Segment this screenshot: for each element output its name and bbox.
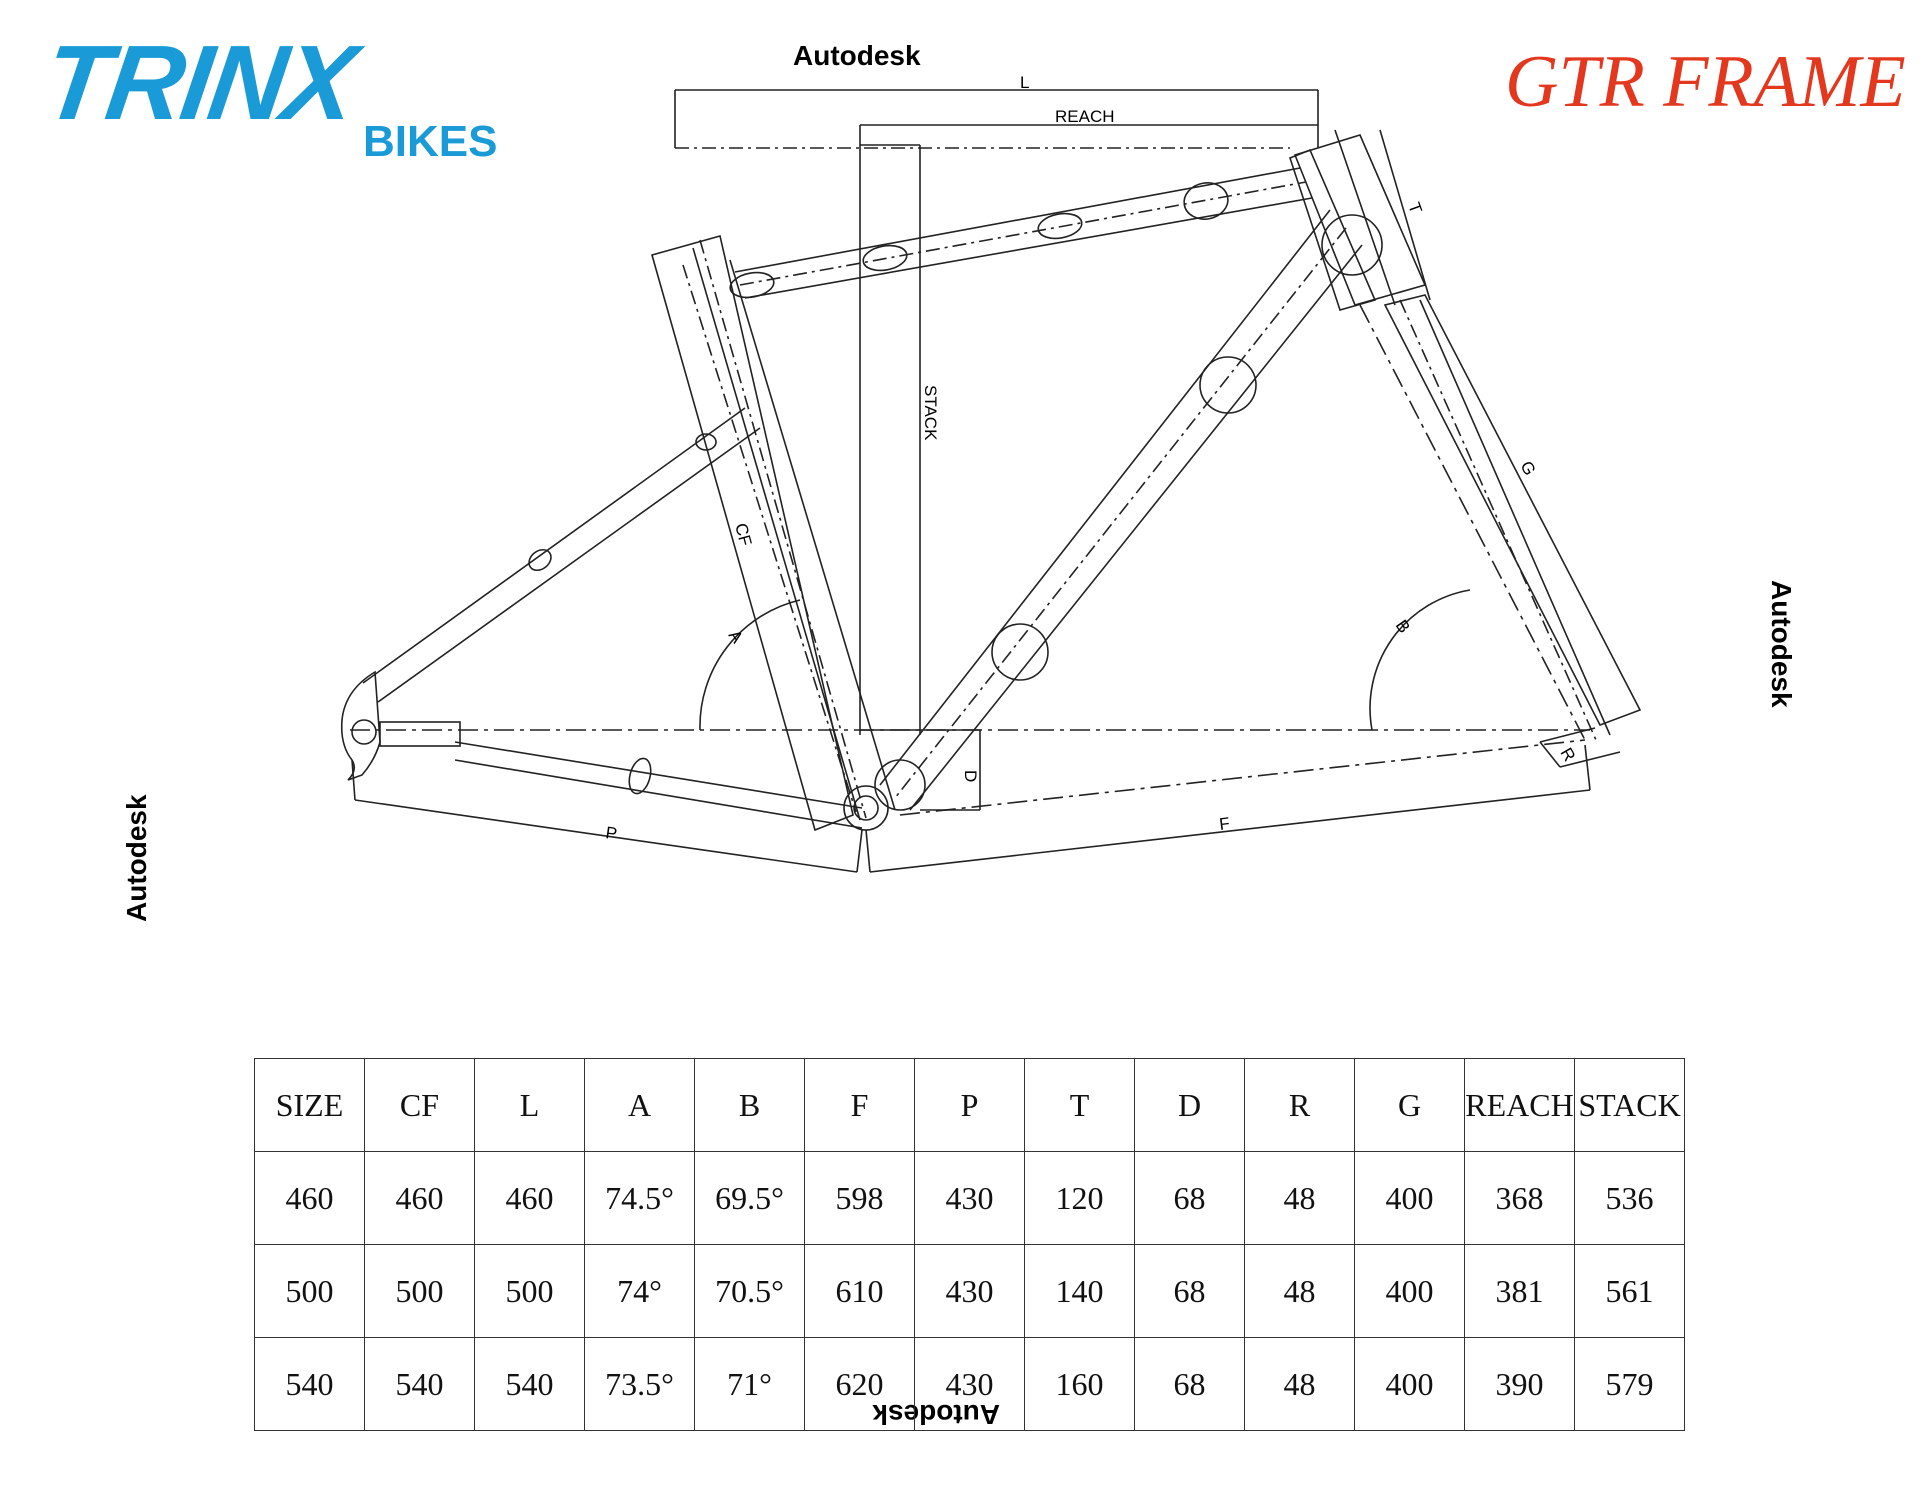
logo-sub-text: BIKES — [363, 117, 498, 166]
header-d: D — [1134, 1058, 1245, 1152]
header-a: A — [584, 1058, 695, 1152]
header-l: L — [474, 1058, 585, 1152]
table-cell: 68 — [1134, 1337, 1245, 1431]
fork — [1383, 294, 1642, 768]
table-cell: 368 — [1464, 1151, 1575, 1245]
label-cf: CF — [731, 521, 755, 548]
table-cell: 70.5° — [694, 1244, 805, 1338]
geometry-spec-table: SIZE CF L A B F P T D R G REACH STACK 46… — [254, 1058, 1685, 1431]
table-cell: 540 — [364, 1337, 475, 1431]
table-cell: 460 — [474, 1151, 585, 1245]
table-cell: 74.5° — [584, 1151, 695, 1245]
table-cell: 430 — [914, 1244, 1025, 1338]
table-cell: 74° — [584, 1244, 695, 1338]
label-d: D — [961, 770, 980, 782]
table-cell: 140 — [1024, 1244, 1135, 1338]
table-cell: 536 — [1574, 1151, 1685, 1245]
table-cell: 71° — [694, 1337, 805, 1431]
table-cell: 430 — [914, 1337, 1025, 1431]
rear-dropout — [340, 670, 461, 781]
dim-stack-line — [859, 144, 921, 735]
table-cell: 460 — [254, 1151, 365, 1245]
label-p: P — [604, 823, 618, 843]
table-cell: 390 — [1464, 1337, 1575, 1431]
table-header-row: SIZE CF L A B F P T D R G REACH STACK — [254, 1058, 1685, 1152]
label-b: B — [1392, 616, 1414, 636]
label-stack: STACK — [921, 385, 940, 441]
table-cell: 69.5° — [694, 1151, 805, 1245]
cf-reference-line — [682, 264, 857, 813]
table-cell: 598 — [804, 1151, 915, 1245]
table-cell: 561 — [1574, 1244, 1685, 1338]
header-p: P — [914, 1058, 1025, 1152]
table-row: 500 500 500 74° 70.5° 610 430 140 68 48 … — [254, 1244, 1685, 1338]
angle-a-arc — [699, 599, 801, 731]
label-f: F — [1218, 814, 1231, 834]
header-t: T — [1024, 1058, 1135, 1152]
label-l: L — [1020, 73, 1029, 92]
table-cell: 48 — [1244, 1337, 1355, 1431]
frame-title: GTR FRAME — [1505, 41, 1906, 123]
table-cell: 68 — [1134, 1151, 1245, 1245]
header-cf: CF — [364, 1058, 475, 1152]
header-g: G — [1354, 1058, 1465, 1152]
dim-p-line — [351, 759, 863, 873]
header-size: SIZE — [254, 1058, 365, 1152]
dim-t-line — [1379, 129, 1431, 301]
table-cell: 610 — [804, 1244, 915, 1338]
table-cell: 400 — [1354, 1337, 1465, 1431]
table-cell: 579 — [1574, 1337, 1685, 1431]
top-tube — [729, 167, 1313, 299]
table-cell: 400 — [1354, 1244, 1465, 1338]
table-cell: 160 — [1024, 1337, 1135, 1431]
table-cell: 68 — [1134, 1244, 1245, 1338]
dim-f-line — [865, 739, 1591, 873]
frame-geometry-drawing: L REACH STACK CF T G A B D R P F — [340, 73, 1642, 873]
table-cell: 400 — [1354, 1151, 1465, 1245]
table-row: 460 460 460 74.5° 69.5° 598 430 120 68 4… — [254, 1151, 1685, 1245]
table-cell: 460 — [364, 1151, 475, 1245]
table-cell: 620 — [804, 1337, 915, 1431]
table-cell: 540 — [474, 1337, 585, 1431]
label-r: R — [1557, 745, 1580, 765]
trinx-logo: TRINX BIKES — [37, 24, 565, 170]
table-cell: 73.5° — [584, 1337, 695, 1431]
table-cell: 430 — [914, 1151, 1025, 1245]
angle-b-arc — [1369, 589, 1471, 731]
header-f: F — [804, 1058, 915, 1152]
head-tube — [1289, 129, 1427, 311]
label-g: G — [1516, 458, 1539, 479]
table-cell: 48 — [1244, 1244, 1355, 1338]
dim-l-line — [674, 89, 1319, 148]
seat-tube — [651, 235, 896, 832]
dim-reach-line — [859, 124, 1318, 145]
table-cell: 500 — [254, 1244, 365, 1338]
header-r: R — [1244, 1058, 1355, 1152]
header-stack: STACK — [1574, 1058, 1685, 1152]
down-tube — [874, 209, 1363, 811]
table-cell: 120 — [1024, 1151, 1135, 1245]
table-cell: 500 — [474, 1244, 585, 1338]
chain-stay — [454, 741, 863, 829]
table-cell: 48 — [1244, 1151, 1355, 1245]
table-cell: 540 — [254, 1337, 365, 1431]
g-reference-line — [1359, 304, 1586, 741]
table-cell: 381 — [1464, 1244, 1575, 1338]
header-b: B — [694, 1058, 805, 1152]
label-reach: REACH — [1055, 107, 1115, 126]
seat-stay — [362, 407, 761, 703]
label-t: T — [1404, 200, 1425, 216]
table-row: 540 540 540 73.5° 71° 620 430 160 68 48 … — [254, 1337, 1685, 1431]
watermark-top: Autodesk — [793, 40, 921, 71]
table-cell: 500 — [364, 1244, 475, 1338]
header-reach: REACH — [1464, 1058, 1575, 1152]
